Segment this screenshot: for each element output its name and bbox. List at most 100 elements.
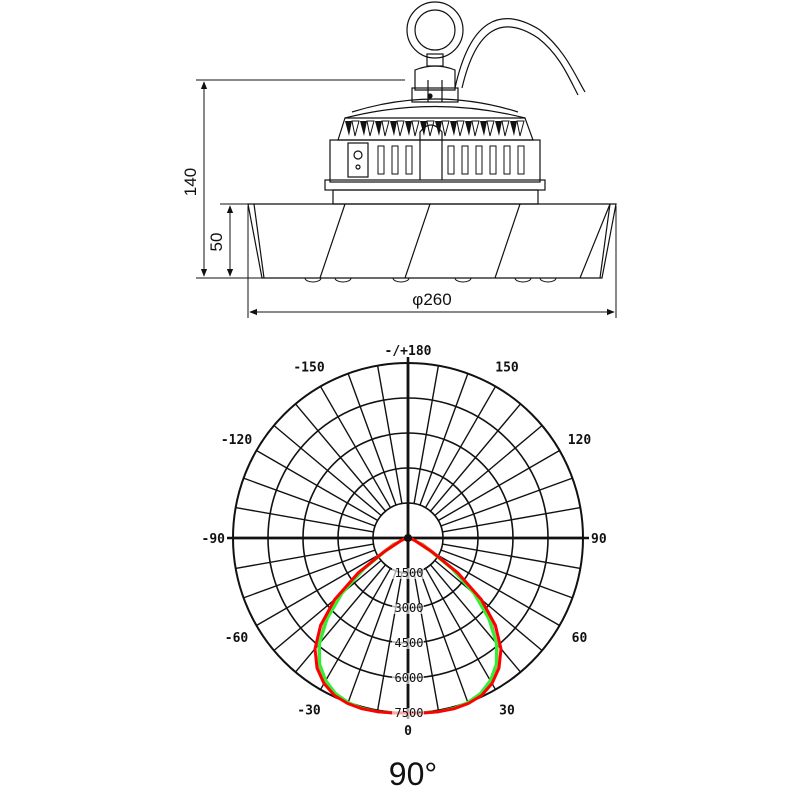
housing-vents <box>377 145 525 175</box>
grid-spoke <box>347 570 397 703</box>
grid-spoke <box>424 386 497 509</box>
angle-label: -30 <box>297 704 321 719</box>
angle-label: 150 <box>495 361 519 376</box>
fin <box>375 121 382 136</box>
vent-slot <box>391 145 399 175</box>
grid-spoke <box>243 477 376 527</box>
ring-label-bg <box>392 638 424 649</box>
fin-outline <box>456 120 465 137</box>
grid-spoke <box>437 449 560 522</box>
angle-labels: -/+180 -150 150 -120 120 -90 90 -60 60 -30 30 0 <box>202 344 607 739</box>
vent-slot <box>503 145 511 175</box>
vent-slot <box>517 145 525 175</box>
ring-label: 4500 <box>395 636 424 650</box>
polar-center-dot <box>404 534 412 542</box>
fin <box>450 121 457 136</box>
angle-label: -/+180 <box>385 344 432 359</box>
fin-outline <box>351 120 360 137</box>
hanging-ring <box>406 1 464 67</box>
fin-outline <box>501 120 510 137</box>
grid-spoke <box>319 567 392 690</box>
grid-spoke <box>273 559 382 652</box>
grid-spoke <box>273 424 382 517</box>
vent-slot <box>377 145 385 175</box>
angle-label: 90 <box>591 532 607 547</box>
grid-spoke <box>424 567 497 690</box>
grid-spoke <box>434 424 543 517</box>
fin-outline <box>426 120 435 137</box>
angle-label: -120 <box>221 433 252 448</box>
grid-spoke <box>437 554 560 627</box>
angle-label: 60 <box>572 631 588 646</box>
fin-outline <box>366 120 375 137</box>
fin-outline <box>471 120 480 137</box>
vent-slot <box>405 145 413 175</box>
grid-spoke <box>294 564 387 673</box>
ring-label: 7500 <box>395 706 424 720</box>
fin-outline <box>486 120 495 137</box>
ring-labels: 1500 3000 4500 6000 7500 <box>392 566 424 720</box>
dimension-drawing: 140 50 φ260 <box>181 1 617 318</box>
fin-outline <box>411 120 420 137</box>
dimension-height-total: 140 <box>181 168 200 196</box>
dimension-height-shade: 50 <box>207 233 226 252</box>
grid-spoke <box>235 543 374 570</box>
grid-spoke <box>442 543 581 570</box>
vent-slot <box>489 145 497 175</box>
grid-spoke <box>419 570 469 703</box>
fin-outline <box>396 120 405 137</box>
ring-label-bg <box>392 673 424 684</box>
ring-label: 3000 <box>395 601 424 615</box>
ring-label-bg <box>392 568 424 579</box>
fin <box>480 121 487 136</box>
grid-spoke <box>413 365 440 504</box>
fin <box>495 121 502 136</box>
angle-label: -60 <box>225 631 249 646</box>
fin <box>345 121 352 136</box>
ring-label: 6000 <box>395 671 424 685</box>
grid-spoke <box>347 373 397 506</box>
fin <box>465 121 472 136</box>
fin-outline <box>441 120 450 137</box>
grid-spoke <box>429 403 522 512</box>
reflector-shade <box>247 203 617 283</box>
grid-spoke <box>419 373 469 506</box>
grid-spoke <box>442 506 581 533</box>
driver-housing-body <box>324 124 546 205</box>
power-cable <box>454 18 586 96</box>
grid-spoke <box>440 477 573 527</box>
grid-spoke <box>376 365 403 504</box>
angle-label: -90 <box>202 532 226 547</box>
grid-spoke <box>243 549 376 599</box>
grid-spoke <box>256 554 379 627</box>
grid-spoke <box>376 572 403 711</box>
grid-spoke <box>319 386 392 509</box>
grid-spoke <box>294 403 387 512</box>
beam-angle-label: 90° <box>389 756 437 792</box>
fin <box>405 121 412 136</box>
angle-label: 30 <box>499 704 515 719</box>
grid-spoke <box>235 506 374 533</box>
ring-label: 1500 <box>395 566 424 580</box>
grid-spoke <box>429 564 522 673</box>
angle-label: -150 <box>293 361 324 376</box>
grid-spoke <box>256 449 379 522</box>
angle-label: 120 <box>568 433 592 448</box>
heatsink-fins <box>345 120 525 137</box>
grid-spoke <box>413 572 440 711</box>
angle-label: 0 <box>404 724 412 739</box>
vent-slot <box>447 145 455 175</box>
vent-slot <box>475 145 483 175</box>
fin <box>360 121 367 136</box>
vent-slot <box>461 145 469 175</box>
fin <box>510 121 517 136</box>
ring-label-bg <box>392 708 424 719</box>
ring-label-bg <box>392 603 424 614</box>
polar-intensity-chart: 1500 3000 4500 6000 7500 -/+180 -150 150 -120 12… <box>202 344 607 739</box>
fin-outline <box>516 120 525 137</box>
fin-outline <box>381 120 390 137</box>
fin <box>390 121 397 136</box>
driver-housing-top <box>337 98 534 141</box>
dimension-diameter: φ260 <box>412 290 451 309</box>
